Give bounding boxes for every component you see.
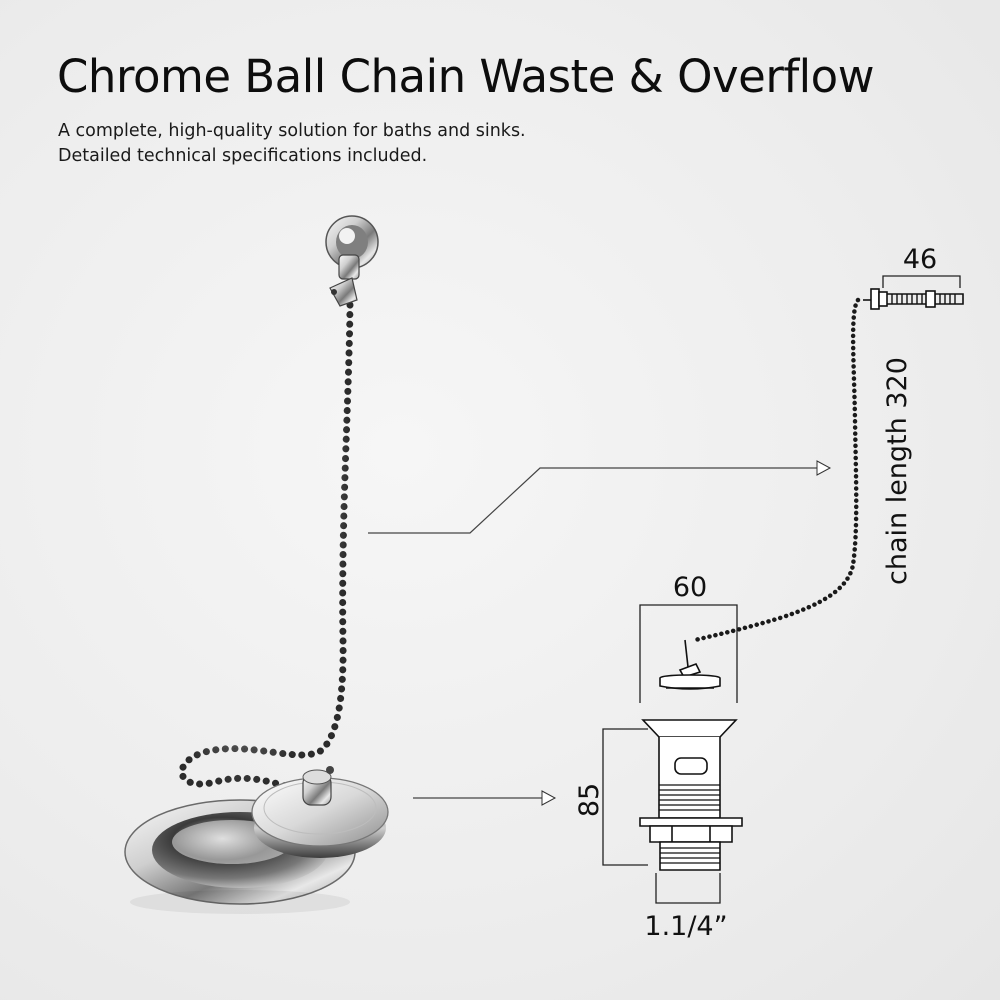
- page-title: Chrome Ball Chain Waste & Overflow: [57, 50, 875, 103]
- overflow-stay: [325, 215, 379, 307]
- chain-pointer-line: [368, 460, 832, 534]
- overflow-width-dimension: 46: [903, 244, 937, 275]
- bead-chain: [178, 301, 354, 795]
- waste-height-dimension: 85: [574, 783, 605, 817]
- technical-drawing: 46 chain length 320 60 85: [574, 244, 964, 942]
- chain-length-dimension: chain length 320: [882, 357, 913, 585]
- subtitle-line-1: A complete, high-quality solution for ba…: [58, 121, 526, 141]
- drawing-chain: [692, 297, 861, 643]
- plug-width-dimension: 60: [673, 572, 707, 603]
- plug: [251, 766, 389, 858]
- overflow-bolt-drawing: [863, 288, 964, 310]
- thread-size-dimension: 1.1/4”: [644, 911, 727, 942]
- drawing-waste-body: [639, 719, 743, 871]
- subtitle-line-2: Detailed technical specifications includ…: [58, 146, 428, 166]
- product-render: [124, 215, 389, 914]
- drawing-plug: [659, 639, 721, 690]
